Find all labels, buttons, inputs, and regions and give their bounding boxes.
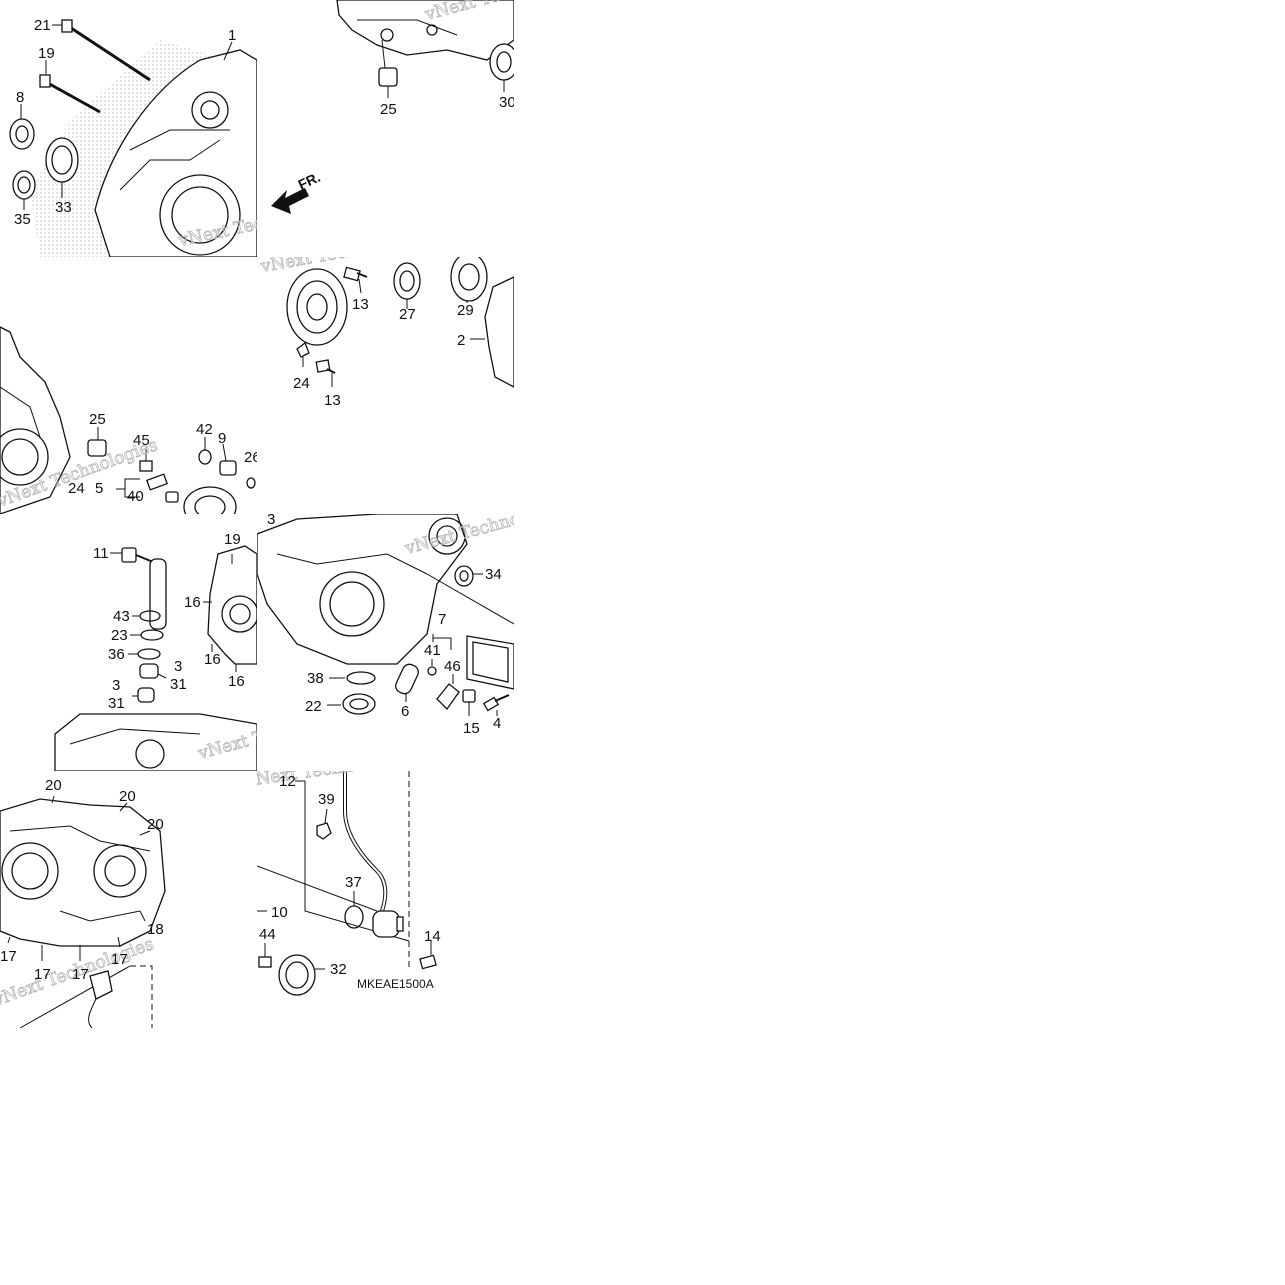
- callout-3: 3: [174, 658, 182, 675]
- diagram-tile-crankcase-left: vNext Technologies 21 1 19 8 35 33: [0, 0, 257, 257]
- callout-25: 25: [380, 101, 397, 118]
- callout-42: 42: [196, 421, 213, 438]
- callout-12: 12: [279, 773, 296, 790]
- callout-9: 9: [218, 430, 226, 447]
- diagram-tile-crankcase-face: vNext Technologies 20 20 20 18 17 17 17 …: [0, 771, 257, 1028]
- callout-41: 41: [424, 642, 441, 659]
- callout-44: 44: [259, 926, 276, 943]
- callout-45: 45: [133, 432, 150, 449]
- callout-38: 38: [307, 670, 324, 687]
- callout-15: 15: [463, 720, 480, 737]
- callout-3: 3: [112, 677, 120, 694]
- callout-14: 14: [424, 928, 441, 945]
- callout-19: 19: [38, 45, 55, 62]
- callout-32: 32: [330, 961, 347, 978]
- callout-16: 16: [184, 594, 201, 611]
- callout-46: 46: [444, 658, 461, 675]
- callout-39: 39: [318, 791, 335, 808]
- callout-19: 19: [224, 531, 241, 548]
- callout-40: 40: [127, 488, 144, 505]
- diagram-tile-dowel-fr: FR. vNext Technologies 25 30: [257, 0, 514, 257]
- callout-34: 34: [485, 566, 502, 583]
- callout-20: 20: [147, 816, 164, 833]
- diagram-code: MKEAE1500A: [357, 977, 434, 991]
- crankcase-right-drawing: vNext Technologies 3 34 7 41 46 38 22 6 …: [257, 514, 514, 737]
- callout-3: 3: [267, 514, 275, 528]
- callout-17: 17: [34, 966, 51, 983]
- callout-11: 11: [93, 545, 109, 562]
- callout-25: 25: [89, 411, 106, 428]
- crankcase-face-drawing: vNext Technologies 20 20 20 18 17 17 17 …: [0, 777, 166, 1028]
- diagram-tile-case-hardware: vNext Technologies 25 45 42 9 26 24 5 40: [0, 257, 257, 514]
- bearings-drawing: vNext Technologies 13 27 29 2 24 13: [258, 257, 514, 409]
- callout-17: 17: [0, 948, 17, 965]
- callout-8: 8: [16, 89, 24, 106]
- crankcase-left-drawing: vNext Technologies 21 1 19 8 35 33: [9, 17, 257, 257]
- sensor-harness-drawing: vNext Technologies 12 39 37 10 44 14 32 …: [257, 771, 441, 996]
- callout-43: 43: [113, 608, 130, 625]
- callout-21: 21: [34, 17, 51, 34]
- shift-spindle-drawing: vNext Technologies 11 19 16 43 23 36 3 3…: [54, 531, 257, 771]
- callout-20: 20: [119, 788, 136, 805]
- callout-13: 13: [324, 392, 341, 409]
- diagram-tile-shift-spindle: vNext Technologies 11 19 16 43 23 36 3 3…: [0, 514, 257, 771]
- callout-22: 22: [305, 698, 322, 715]
- callout-37: 37: [345, 874, 362, 891]
- callout-18: 18: [147, 921, 164, 938]
- callout-35: 35: [14, 211, 31, 228]
- callout-24: 24: [68, 480, 85, 497]
- callout-30: 30: [499, 94, 514, 111]
- callout-26: 26: [244, 449, 257, 466]
- dowel-fr-drawing: FR. vNext Technologies 25 30: [271, 0, 514, 214]
- callout-10: 10: [271, 904, 288, 921]
- diagram-tile-crankcase-right: vNext Technologies 3 34 7 41 46 38 22 6 …: [257, 514, 514, 771]
- callout-29: 29: [457, 302, 474, 319]
- callout-36: 36: [108, 646, 125, 663]
- callout-17: 17: [111, 951, 128, 968]
- callout-17: 17: [72, 966, 89, 983]
- diagram-tile-sensor-harness: vNext Technologies 12 39 37 10 44 14 32 …: [257, 771, 514, 1028]
- callout-1: 1: [228, 27, 236, 44]
- callout-4: 4: [493, 715, 501, 732]
- callout-20: 20: [45, 777, 62, 794]
- callout-16: 16: [204, 651, 221, 668]
- diagram-tile-bearings: vNext Technologies 13 27 29 2 24 13: [257, 257, 514, 514]
- case-hardware-drawing: vNext Technologies 25 45 42 9 26 24 5 40: [0, 326, 257, 514]
- callout-24: 24: [293, 375, 310, 392]
- callout-33: 33: [55, 199, 72, 216]
- callout-2: 2: [457, 332, 465, 349]
- callout-7: 7: [438, 611, 446, 628]
- callout-5: 5: [95, 480, 103, 497]
- callout-31: 31: [170, 676, 187, 693]
- callout-23: 23: [111, 627, 128, 644]
- callout-6: 6: [401, 703, 409, 720]
- callout-13: 13: [352, 296, 369, 313]
- callout-27: 27: [399, 306, 416, 323]
- front-direction-label: FR.: [296, 169, 323, 193]
- callout-31: 31: [108, 695, 125, 712]
- callout-16: 16: [228, 673, 245, 690]
